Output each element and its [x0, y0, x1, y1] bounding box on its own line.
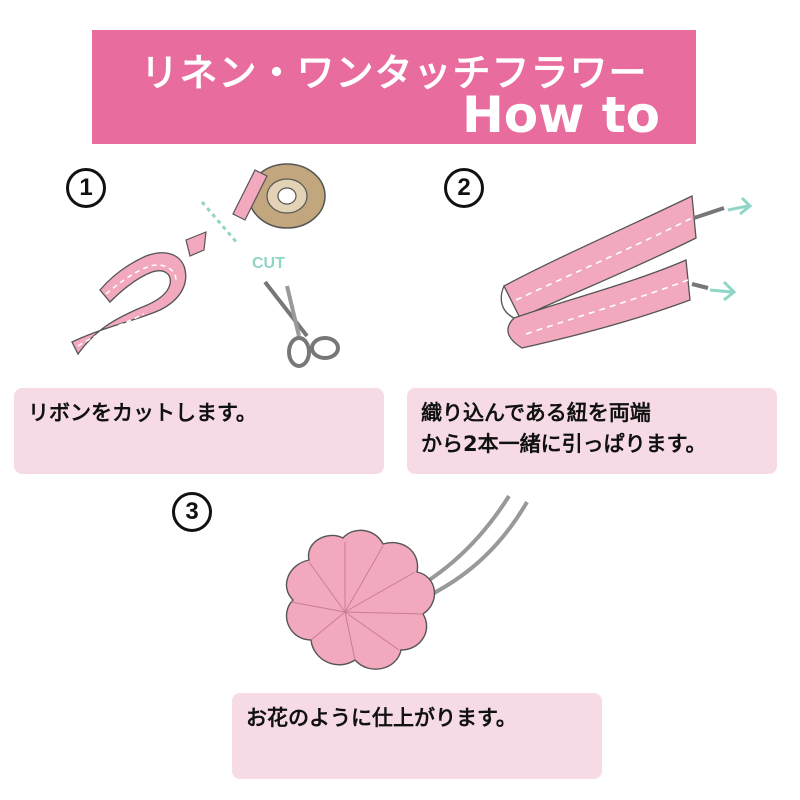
cut-ribbon-illustration: [71, 231, 207, 356]
page-title: リネン・ワンタッチフラワー: [140, 51, 648, 95]
finished-flower-illustration: [285, 494, 529, 670]
step-1-caption-line: リボンをカットします。: [28, 401, 257, 425]
step-3-caption-line: お花のように仕上がります。: [246, 706, 517, 730]
gathered-ribbon-illustration: [500, 195, 753, 349]
step-2-number: 2: [444, 168, 484, 208]
step-1-number: 1: [66, 168, 106, 208]
ribbon-spool-illustration: [232, 163, 326, 229]
cut-guide-dashes: [200, 201, 240, 245]
svg-text:CUT: CUT: [252, 255, 285, 272]
step-2-caption: 織り込んである紐を両端 から2本一緒に引っぱります。: [407, 388, 777, 474]
step-1-caption: リボンをカットします。: [14, 388, 384, 474]
scissors-icon: [263, 280, 340, 368]
step-2-caption-line-1: 織り込んである紐を両端: [421, 401, 651, 425]
title-banner: リネン・ワンタッチフラワー How to: [92, 30, 696, 144]
step-3-number: 3: [172, 492, 212, 532]
cut-label: CUT: [252, 255, 285, 272]
step-3-caption: お花のように仕上がります。: [232, 693, 602, 779]
page-subtitle: How to: [461, 86, 660, 144]
step-2-caption-line-2: から2本一緒に引っぱります。: [421, 432, 707, 456]
